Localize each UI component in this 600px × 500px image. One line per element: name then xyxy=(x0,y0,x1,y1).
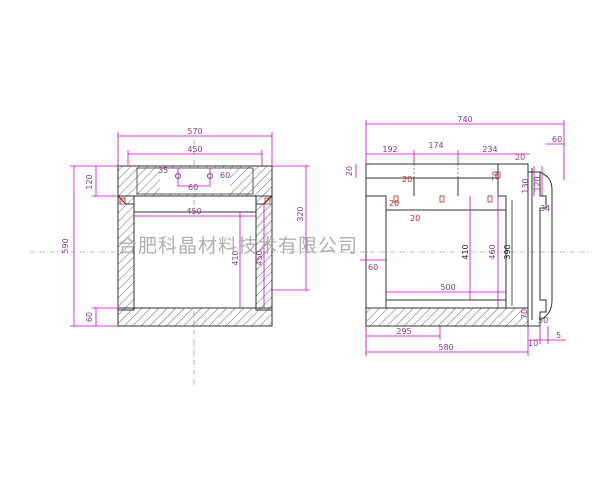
dim-right-height: 320 xyxy=(296,206,305,221)
top-recess-hatch xyxy=(137,168,253,194)
dim-top-inner-width: 450 xyxy=(187,145,202,154)
right-view: 740 60 192 174 234 20 20 20 20 20 130 12… xyxy=(340,115,590,356)
red-mark-right xyxy=(264,197,271,205)
corner-notch-left xyxy=(117,195,134,205)
left-dimensions: 570 450 35 60 60 450 590 120 xyxy=(61,127,310,327)
dim-r-seg-3: 234 xyxy=(482,145,497,154)
dim-r-295: 295 xyxy=(396,327,411,336)
dim-r-left-small: 20 xyxy=(345,166,354,176)
dim-r-50: 50 xyxy=(538,316,548,325)
company-watermark: 合肥科晶材料技术有限公司 xyxy=(118,235,358,257)
dim-r-34: 34 xyxy=(540,204,550,213)
dim-r-390: 390 xyxy=(503,244,512,259)
dim-r-10: 10 xyxy=(528,339,538,348)
inner-cavity xyxy=(133,211,257,309)
dim-r-left-60: 60 xyxy=(368,263,378,272)
right-body xyxy=(365,163,553,327)
dim-r-580: 580 xyxy=(438,343,453,352)
left-bottom-wall xyxy=(117,307,273,327)
dim-r-460: 460 xyxy=(488,244,497,259)
right-floor-step xyxy=(385,299,507,309)
left-view: 570 450 35 60 60 450 590 120 xyxy=(30,127,330,385)
dim-r-right-offset: 60 xyxy=(552,135,562,144)
dim-r-red-3: 20 xyxy=(410,214,420,223)
dim-r-step-20: 20 xyxy=(515,153,525,162)
right-main-outline xyxy=(365,163,547,327)
left-frame-walls xyxy=(117,165,273,327)
right-dimensions: 740 60 192 174 234 20 20 20 20 20 130 12… xyxy=(345,115,566,356)
dim-r-70-bot: 70 xyxy=(520,309,529,319)
dim-hole-spacing: 60 xyxy=(188,183,198,192)
dim-r-5: 5 xyxy=(556,331,561,340)
right-inner-steps xyxy=(413,178,459,196)
right-flange xyxy=(527,164,533,324)
dim-hole-left: 35 xyxy=(158,166,168,175)
right-top-cap xyxy=(365,163,499,179)
dim-overall-height: 590 xyxy=(61,238,70,253)
red-mark-r3 xyxy=(487,195,493,203)
red-mark-left xyxy=(119,197,126,205)
red-mark-r4 xyxy=(495,171,501,179)
dim-r-seg-1: 192 xyxy=(382,145,397,154)
dim-overall-width: 570 xyxy=(187,127,202,136)
dim-r-overall-width: 740 xyxy=(457,115,472,124)
dim-top-thickness: 120 xyxy=(85,174,94,189)
right-flange-outer xyxy=(539,171,553,321)
dim-hole-right: 60 xyxy=(220,171,230,180)
dim-r-120: 120 xyxy=(533,176,542,191)
dim-r-seg-2: 174 xyxy=(428,141,443,150)
dim-r-red-1: 20 xyxy=(402,175,412,184)
dim-bottom-thickness: 60 xyxy=(85,312,94,322)
red-mark-r1 xyxy=(393,195,399,203)
dim-r-130: 130 xyxy=(521,178,530,193)
red-mark-r2 xyxy=(439,195,445,203)
dim-inner-width: 450 xyxy=(186,207,201,216)
dim-r-500: 500 xyxy=(440,283,455,292)
right-bottom-floor xyxy=(365,307,529,327)
dim-r-70-top: 70 xyxy=(491,171,500,181)
right-top-steps xyxy=(365,178,507,211)
dim-inner-height-a: 410 xyxy=(231,250,240,265)
dim-r-red-2: 20 xyxy=(389,199,399,208)
dim-r-410: 410 xyxy=(461,244,470,259)
dim-inner-height-b: 450 xyxy=(255,250,264,265)
